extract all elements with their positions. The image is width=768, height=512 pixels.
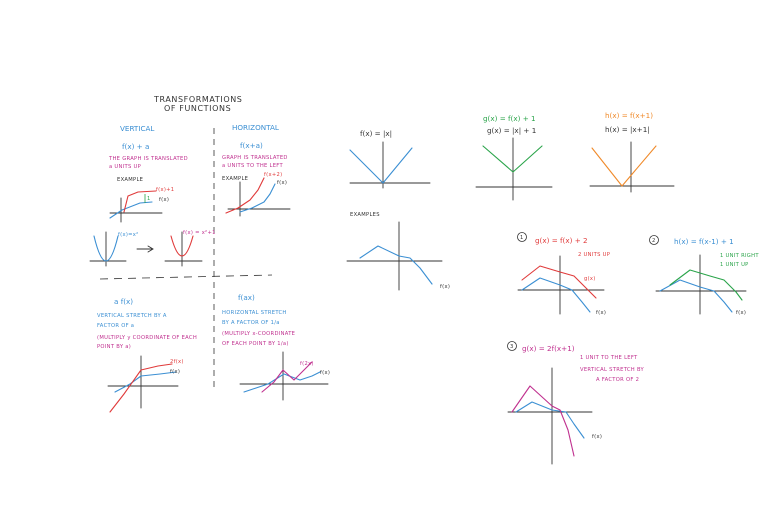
vertical-example-graph: f(x)+1 f(x) 1 [109, 187, 174, 223]
parabola-lbl-1: f(x)=x² [118, 232, 139, 238]
abs-graph-f [349, 141, 431, 189]
ex2-fx: f(x) [736, 310, 746, 316]
examples-label: EXAMPLES [350, 212, 380, 218]
examples-base-graph: f(x) [346, 221, 450, 291]
example-3: 3 g(x) = 2f(x+1) 1 UNIT TO THE LEFT VERT… [507, 341, 645, 465]
abs-graph-h [589, 141, 675, 193]
ex2-num: 2 [652, 238, 656, 244]
horizontal-lbl-fx: f(x) [277, 180, 287, 186]
horizontal-divider [99, 274, 273, 280]
hstretch-desc3: (MULTIPLY x-COORDINATE [222, 331, 295, 337]
ex3-fx: f(x) [592, 434, 602, 440]
vertical-desc2: a UNITS UP [109, 164, 141, 170]
hstretch-desc4: OF EACH POINT BY 1/a) [222, 341, 289, 347]
hstretch-graph: f(2x) f(x) [239, 351, 330, 401]
hstretch-desc1: HORIZONTAL STRETCH [222, 310, 287, 316]
g-label-1: g(x) = f(x) + 1 [483, 114, 536, 123]
abs-graph-g [475, 137, 553, 201]
vstretch-desc3: (MULTIPLY y COORDINATE OF EACH [97, 335, 197, 341]
vstretch-desc1: VERTICAL STRETCH BY A [97, 313, 167, 319]
horizontal-formula: f(x+a) [240, 141, 263, 150]
vstretch-lbl-2fx: 2f(x) [170, 359, 184, 365]
vertical-lbl-one: 1 [147, 196, 151, 202]
ex3-note3: A FACTOR OF 2 [596, 377, 639, 383]
vertical-formula: f(x) + a [122, 142, 149, 151]
title-line2: OF FUNCTIONS [164, 104, 231, 113]
ex1-gx: g(x) [584, 276, 596, 282]
ex1-eq: g(x) = f(x) + 2 [535, 236, 588, 245]
horizontal-example: EXAMPLE [222, 176, 248, 182]
vstretch-desc4: POINT BY a) [97, 344, 131, 350]
hstretch-lbl-f2x: f(2x) [300, 361, 314, 367]
ex1-fx: f(x) [596, 310, 606, 316]
parabola-example: f(x)=x² f(x) = x²+1 [89, 230, 216, 267]
h-label-2: h(x) = |x+1| [605, 125, 650, 134]
vstretch-desc2: FACTOR OF a [97, 323, 134, 329]
vstretch-formula: a f(x) [114, 297, 133, 306]
ex1-num: 1 [520, 235, 524, 241]
vertical-header: VERTICAL [120, 124, 154, 133]
f-abs-label: f(x) = |x| [360, 129, 392, 138]
ex3-eq: g(x) = 2f(x+1) [522, 344, 575, 353]
ex2-eq: h(x) = f(x-1) + 1 [674, 237, 734, 246]
horizontal-desc1: GRAPH IS TRANSLATED [222, 155, 288, 161]
ex1-note: 2 UNITS UP [578, 252, 610, 258]
vertical-desc1: THE GRAPH IS TRANSLATED [108, 156, 188, 162]
g-label-2: g(x) = |x| + 1 [487, 126, 536, 135]
hstretch-lbl-fx: f(x) [320, 370, 330, 376]
horizontal-desc2: a UNITS TO THE LEFT [222, 163, 284, 169]
horizontal-header: HORIZONTAL [232, 123, 279, 132]
hstretch-formula: f(ax) [238, 293, 255, 302]
vertical-lbl-fxa: f(x)+1 [156, 187, 174, 193]
examples-lbl-fx: f(x) [440, 284, 450, 290]
ex2-note2: 1 UNIT UP [720, 262, 749, 268]
ex3-note1: 1 UNIT TO THE LEFT [580, 355, 638, 361]
title-line1: TRANSFORMATIONS [153, 95, 242, 104]
hstretch-desc2: BY A FACTOR OF 1/a [222, 320, 280, 326]
example-2: 2 h(x) = f(x-1) + 1 1 UNIT RIGHT 1 UNIT … [649, 235, 759, 316]
ex2-note1: 1 UNIT RIGHT [720, 253, 759, 259]
vstretch-lbl-fx: f(x) [170, 369, 180, 375]
parabola-lbl-2: f(x) = x²+1 [183, 230, 216, 236]
vertical-lbl-fx: f(x) [159, 197, 169, 203]
vstretch-graph: 2f(x) f(x) [107, 355, 184, 413]
horizontal-lbl-fx2: f(x+2) [264, 172, 282, 178]
ex3-note2: VERTICAL STRETCH BY [580, 367, 645, 373]
h-label-1: h(x) = f(x+1) [605, 111, 653, 120]
horizontal-example-graph: f(x+2) f(x) [225, 172, 291, 217]
ex3-num: 3 [510, 344, 514, 350]
example-1: 1 g(x) = f(x) + 2 2 UNITS UP g(x) f(x) [517, 232, 610, 316]
vertical-example: EXAMPLE [117, 177, 143, 183]
